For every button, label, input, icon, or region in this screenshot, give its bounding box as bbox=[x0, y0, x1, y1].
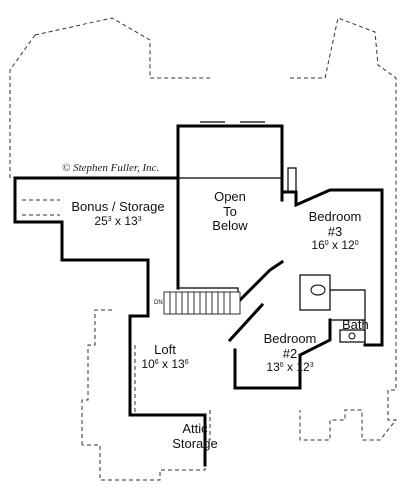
bath-fixtures bbox=[310, 284, 356, 340]
room-bonus-dims: 253 x 133 bbox=[94, 213, 142, 228]
room-bedroom-2: Bedroom #2 136 x 123 bbox=[263, 331, 317, 375]
room-loft: Loft 106 x 136 bbox=[141, 342, 189, 371]
room-attic-storage: Attic Storage bbox=[172, 421, 218, 451]
room-bonus-name: Bonus / Storage bbox=[71, 199, 165, 214]
room-open-to-below: Open To Below bbox=[212, 189, 248, 234]
room-bonus-storage: Bonus / Storage 253 x 133 bbox=[63, 199, 173, 228]
stair-down-marker: DN bbox=[154, 300, 163, 306]
roof-outline bbox=[9, 17, 398, 481]
copyright-text: © Stephen Fuller, Inc. bbox=[62, 162, 160, 174]
walls bbox=[13, 124, 384, 467]
interior-lines bbox=[178, 121, 366, 345]
room-bath: Bath bbox=[342, 317, 369, 332]
stair bbox=[163, 291, 241, 315]
room-bedroom-3: Bedroom #3 160 x 120 bbox=[308, 209, 362, 253]
